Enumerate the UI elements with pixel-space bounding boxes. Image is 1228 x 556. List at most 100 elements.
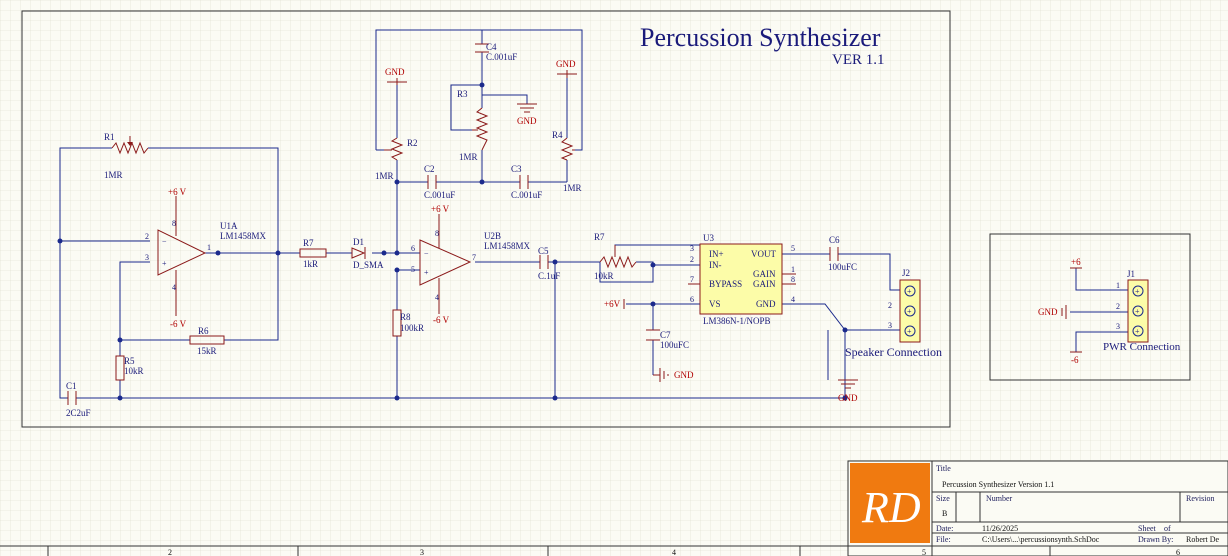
svg-text:+: +: [424, 268, 429, 277]
svg-text:−: −: [424, 249, 429, 258]
svg-text:4: 4: [791, 295, 795, 304]
u2b-pin7: 7: [472, 253, 476, 262]
svg-text:+: +: [1135, 307, 1140, 316]
gnd-symbol-r3: GND: [517, 103, 537, 126]
c7-ref: C7: [660, 330, 671, 340]
svg-text:GND: GND: [838, 393, 858, 403]
gnd-symbol-top-left: GND: [385, 67, 407, 85]
svg-text:+: +: [162, 259, 167, 268]
svg-text:+: +: [1135, 327, 1140, 336]
u3-pin-gain2: GAIN: [753, 279, 776, 289]
u2b-vneg: -6 V: [433, 315, 450, 325]
r7a-ref: R7: [303, 238, 314, 248]
logo-text: RD: [861, 483, 921, 532]
u3-pin-in-minus: IN-: [709, 260, 722, 270]
c2-value: C.001uF: [424, 190, 455, 200]
resistor-r7-pot[interactable]: R7 10kR: [594, 232, 637, 281]
u2b-ref: U2B: [484, 231, 501, 241]
svg-text:Title: Title: [936, 464, 951, 473]
svg-text:of: of: [1164, 524, 1171, 533]
connector-j1[interactable]: + + + J1 1 2 3 PWR Connection +6 -6 GND: [1038, 257, 1181, 365]
r5-value: 10kR: [124, 366, 144, 376]
resistor-r7-series[interactable]: R7 1kR: [299, 238, 327, 269]
d1-value: D_SMA: [353, 260, 384, 270]
svg-text:C:\Users\...\percussionsynth.S: C:\Users\...\percussionsynth.SchDoc: [982, 535, 1100, 544]
resistor-r4[interactable]: R4 1MR: [552, 130, 582, 193]
svg-text:3: 3: [420, 548, 424, 556]
svg-text:3: 3: [690, 244, 694, 253]
svg-text:File:: File:: [936, 535, 951, 544]
resistor-r5[interactable]: R5 10kR: [115, 355, 144, 381]
u2b-value: LM1458MX: [484, 241, 531, 251]
capacitor-c7[interactable]: C7 100uFC: [646, 329, 689, 350]
svg-text:GND: GND: [1038, 307, 1058, 317]
capacitor-c3[interactable]: C3 C.001uF: [511, 164, 542, 200]
capacitor-c4[interactable]: C4 C.001uF: [475, 42, 517, 62]
r1-value: 1MR: [104, 170, 123, 180]
svg-text:+6: +6: [1071, 257, 1081, 267]
c3-ref: C3: [511, 164, 522, 174]
u1a-ref: U1A: [220, 221, 238, 231]
svg-text:B: B: [942, 509, 947, 518]
svg-text:+: +: [907, 307, 912, 316]
resistor-r1[interactable]: R1 1MR: [104, 132, 149, 180]
j2-ref: J2: [902, 268, 910, 278]
resistor-r3[interactable]: R3 1MR: [457, 89, 489, 162]
opamp-u2b[interactable]: − + 6 5 7 8 4 U2B LM1458MX +6 V -6 V: [411, 204, 531, 325]
u1a-pin2: 2: [145, 232, 149, 241]
r2-value: 1MR: [375, 171, 394, 181]
r5-ref: R5: [124, 356, 135, 366]
zone-ruler: 2 3 4 5 6: [0, 545, 1228, 556]
capacitor-c6[interactable]: C6 100uFC: [828, 235, 857, 272]
r8-value: 100kR: [400, 323, 424, 333]
resistor-r2[interactable]: R2 1MR: [375, 137, 418, 181]
r3-ref: R3: [457, 89, 468, 99]
resistor-r8[interactable]: R8 100kR: [392, 309, 424, 337]
c4-value: C.001uF: [486, 52, 517, 62]
svg-text:Robert De: Robert De: [1186, 535, 1220, 544]
main-circuit-frame: [21, 10, 951, 428]
svg-text:+: +: [1135, 287, 1140, 296]
c7-value: 100uFC: [660, 340, 689, 350]
capacitor-c2[interactable]: C2 C.001uF: [424, 164, 455, 200]
r6-ref: R6: [198, 326, 209, 336]
svg-text:GND: GND: [517, 116, 537, 126]
j1-pin2: 2: [1116, 302, 1120, 311]
opamp-u1a[interactable]: − + 2 3 1 8 4 U1A LM1458MX +6 V -6 V: [145, 187, 267, 329]
r8-ref: R8: [400, 312, 411, 322]
svg-text:6: 6: [690, 295, 694, 304]
u2b-pin6: 6: [411, 244, 415, 253]
gnd-symbol-r4: GND: [556, 59, 577, 78]
junctions: [57, 82, 848, 401]
c1-ref: C1: [66, 381, 77, 391]
u3-pin-vs: VS: [709, 299, 721, 309]
svg-text:+: +: [907, 327, 912, 336]
svg-text:+6V: +6V: [604, 299, 621, 309]
r4-ref: R4: [552, 130, 563, 140]
schematic-title: Percussion Synthesizer: [640, 23, 881, 52]
svg-text:GND: GND: [385, 67, 405, 77]
gnd-symbol-speaker: GND: [838, 379, 858, 403]
u3-pin-bypass: BYPASS: [709, 279, 742, 289]
svg-text:6: 6: [1176, 548, 1180, 556]
u1a-value: LM1458MX: [220, 231, 267, 241]
u3-pin-in-plus: IN+: [709, 249, 724, 259]
amp-u3[interactable]: U3 IN+ IN- BYPASS VS VOUT GAIN GAIN GND …: [688, 233, 796, 326]
capacitor-c5[interactable]: C5 C.1uF: [538, 246, 560, 281]
capacitor-c1[interactable]: C1 2C2uF: [66, 381, 91, 418]
d1-ref: D1: [353, 237, 364, 247]
c4-ref: C4: [486, 42, 497, 52]
connector-j2[interactable]: + + + J2 2 3 Speaker Connection: [845, 268, 942, 359]
diode-d1[interactable]: D1 D_SMA: [351, 237, 384, 270]
resistor-r6[interactable]: R6 15kR: [189, 326, 225, 356]
svg-text:2: 2: [168, 548, 172, 556]
j2-pin2: 2: [888, 301, 892, 310]
title-value: Percussion Synthesizer Version 1.1: [942, 480, 1054, 489]
u3-value: LM386N-1/NOPB: [703, 316, 771, 326]
svg-text:GND: GND: [674, 370, 694, 380]
j1-pin1: 1: [1116, 281, 1120, 290]
svg-text:Date:: Date:: [936, 524, 953, 533]
r1-ref: R1: [104, 132, 115, 142]
r6-value: 15kR: [197, 346, 217, 356]
u2b-vpos: +6 V: [431, 204, 450, 214]
